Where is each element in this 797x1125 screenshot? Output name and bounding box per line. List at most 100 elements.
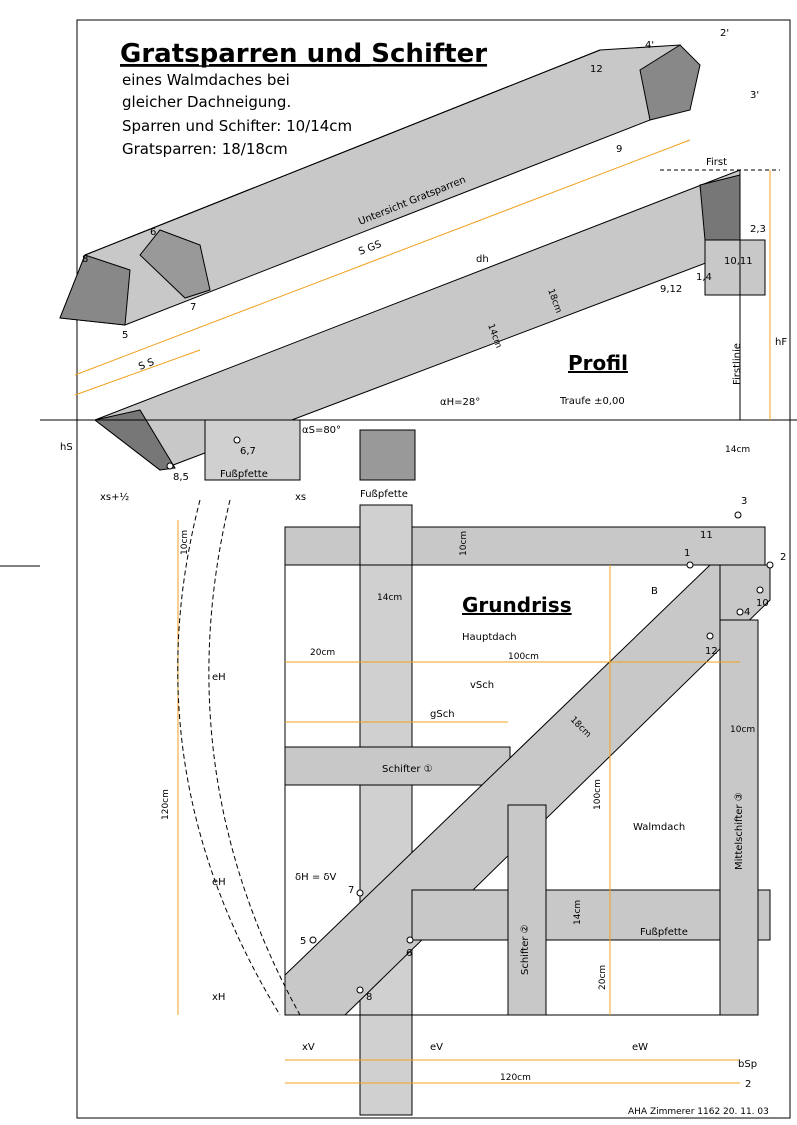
hip-rafter-cut-grain [139, 229, 211, 299]
profile-rafter-top-grain [699, 174, 741, 241]
delta-label: δH = δV [295, 872, 336, 883]
point-12-top: 12 [590, 64, 603, 75]
hf-label: hF [775, 337, 787, 348]
footer-credit: AHA Zimmerer 1162 20. 11. 03 [628, 1107, 769, 1117]
point-9-top: 9 [616, 144, 622, 155]
point-4prime: 4' [645, 40, 654, 51]
grundriss-outline [284, 564, 721, 1016]
ew-label: eW [632, 1042, 648, 1053]
traufe-label: Traufe ±0,00 [559, 396, 625, 407]
point-6: 6 [406, 948, 412, 959]
point-3prime: 3' [750, 90, 759, 101]
point-23: 2,3 [750, 224, 766, 235]
dh-label: dh [476, 254, 489, 265]
point-12: 12 [705, 646, 718, 657]
point-2prime: 2' [720, 28, 729, 39]
eh-label-upper: eH [212, 672, 226, 683]
dim-120cm-v: 120cm [161, 789, 171, 820]
profile-rafter-end-grain [93, 409, 176, 471]
xh-label: xH [212, 992, 225, 1003]
vsch-label: vSch [470, 680, 494, 691]
alpha-s-label: αS=80° [302, 425, 341, 436]
dim-120cm-h: 120cm [500, 1073, 531, 1083]
xs-half-label: xs+½ [100, 491, 130, 503]
point-2: 2 [780, 552, 786, 563]
subtitle-line-4: Gratsparren: 18/18cm [122, 140, 288, 158]
point-5-top: 5 [122, 330, 128, 341]
construction-arc-2 [208, 499, 301, 1016]
point-7: 7 [348, 885, 354, 896]
dim-100cm-h: 100cm [508, 652, 539, 662]
dim-20cm: 20cm [310, 648, 335, 658]
point-1: 1 [684, 548, 690, 559]
hauptdach-label: Hauptdach [462, 632, 517, 643]
schifter-2-label: Schifter ② [520, 924, 531, 975]
xv-label: xV [302, 1042, 315, 1053]
point-4: 4 [744, 607, 750, 618]
ridge-block [704, 239, 766, 296]
subtitle-line-1: eines Walmdaches bei [122, 71, 290, 89]
construction-arc-1 [177, 499, 281, 1016]
s-s-label: S S [137, 357, 156, 373]
s-s-dimension [74, 349, 201, 396]
rafter-vertical-left [359, 504, 413, 1116]
point-3: 3 [741, 496, 747, 507]
main-title: Gratsparren und Schifter [120, 39, 487, 69]
two-label: 2 [745, 1079, 751, 1090]
point-14: 1,4 [696, 272, 712, 283]
point-912: 9,12 [660, 284, 682, 295]
dim-100cm-v: 100cm [593, 779, 603, 810]
hip-rafter-edge [84, 49, 601, 256]
hs-label-left: hS [60, 442, 73, 453]
hip-rafter-end-grain-right [639, 44, 701, 121]
fusspfette-profile-2 [359, 429, 416, 481]
walmdach-label: Walmdach [633, 822, 685, 833]
hip-rafter-end-grain-left [59, 254, 131, 326]
point-5: 5 [300, 936, 306, 947]
point-67: 6,7 [240, 446, 256, 457]
dim-10cm-a: 10cm [459, 531, 469, 556]
fusspfette-profile-1 [204, 419, 301, 481]
subtitle-line-3: Sparren und Schifter: 10/14cm [122, 117, 352, 135]
alpha-h-label: αH=28° [440, 397, 480, 408]
subtitle-line-2: gleicher Dachneigung. [122, 93, 291, 111]
sheet-frame [76, 19, 791, 1119]
s-gs-dimension [74, 139, 691, 376]
point-8: 8 [366, 992, 372, 1003]
firstlinie-label: Firstlinie [732, 343, 743, 385]
dim-14cm-ridge: 14cm [725, 445, 750, 455]
dim-20cm-b: 20cm [598, 965, 608, 990]
dim-10cm-c: 10cm [180, 530, 190, 555]
point-b: B [651, 586, 658, 597]
bsp-label: bSp [738, 1059, 757, 1070]
mittelschifter-3-label: Mittelschifter ③ [734, 792, 745, 870]
dim-14cm-b: 14cm [573, 900, 583, 925]
point-markers [166, 436, 774, 994]
grundriss-heading: Grundriss [462, 593, 572, 617]
first-label: First [706, 157, 727, 168]
gsch-label: gSch [430, 709, 455, 720]
point-11: 11 [700, 530, 713, 541]
hauptdach-rafter-top [284, 526, 766, 566]
xs-label: xs [295, 492, 306, 503]
schifter-2 [507, 804, 547, 1016]
point-10: 10 [756, 598, 769, 609]
point-6-top: 6 [150, 227, 156, 238]
eh-label-lower: eH [212, 877, 226, 888]
profil-heading: Profil [568, 351, 628, 375]
s-gs-label: S GS [357, 239, 383, 258]
dim-10cm-b: 10cm [730, 725, 755, 735]
ev-label: eV [430, 1042, 443, 1053]
point-1011: 10,11 [724, 256, 753, 267]
schifter-1-label: Schifter ① [382, 764, 433, 775]
dim-14cm-a: 14cm [377, 593, 402, 603]
point-85: 8,5 [173, 472, 189, 483]
fusspfette-label-3: Fußpfette [640, 927, 688, 938]
fusspfette-plan [411, 889, 771, 941]
fusspfette-label-2: Fußpfette [360, 489, 408, 500]
fusspfette-label-1: Fußpfette [220, 469, 268, 480]
point-8-top: 8 [82, 254, 88, 265]
mittelschifter-3 [719, 619, 759, 1016]
point-7-top: 7 [190, 302, 196, 313]
